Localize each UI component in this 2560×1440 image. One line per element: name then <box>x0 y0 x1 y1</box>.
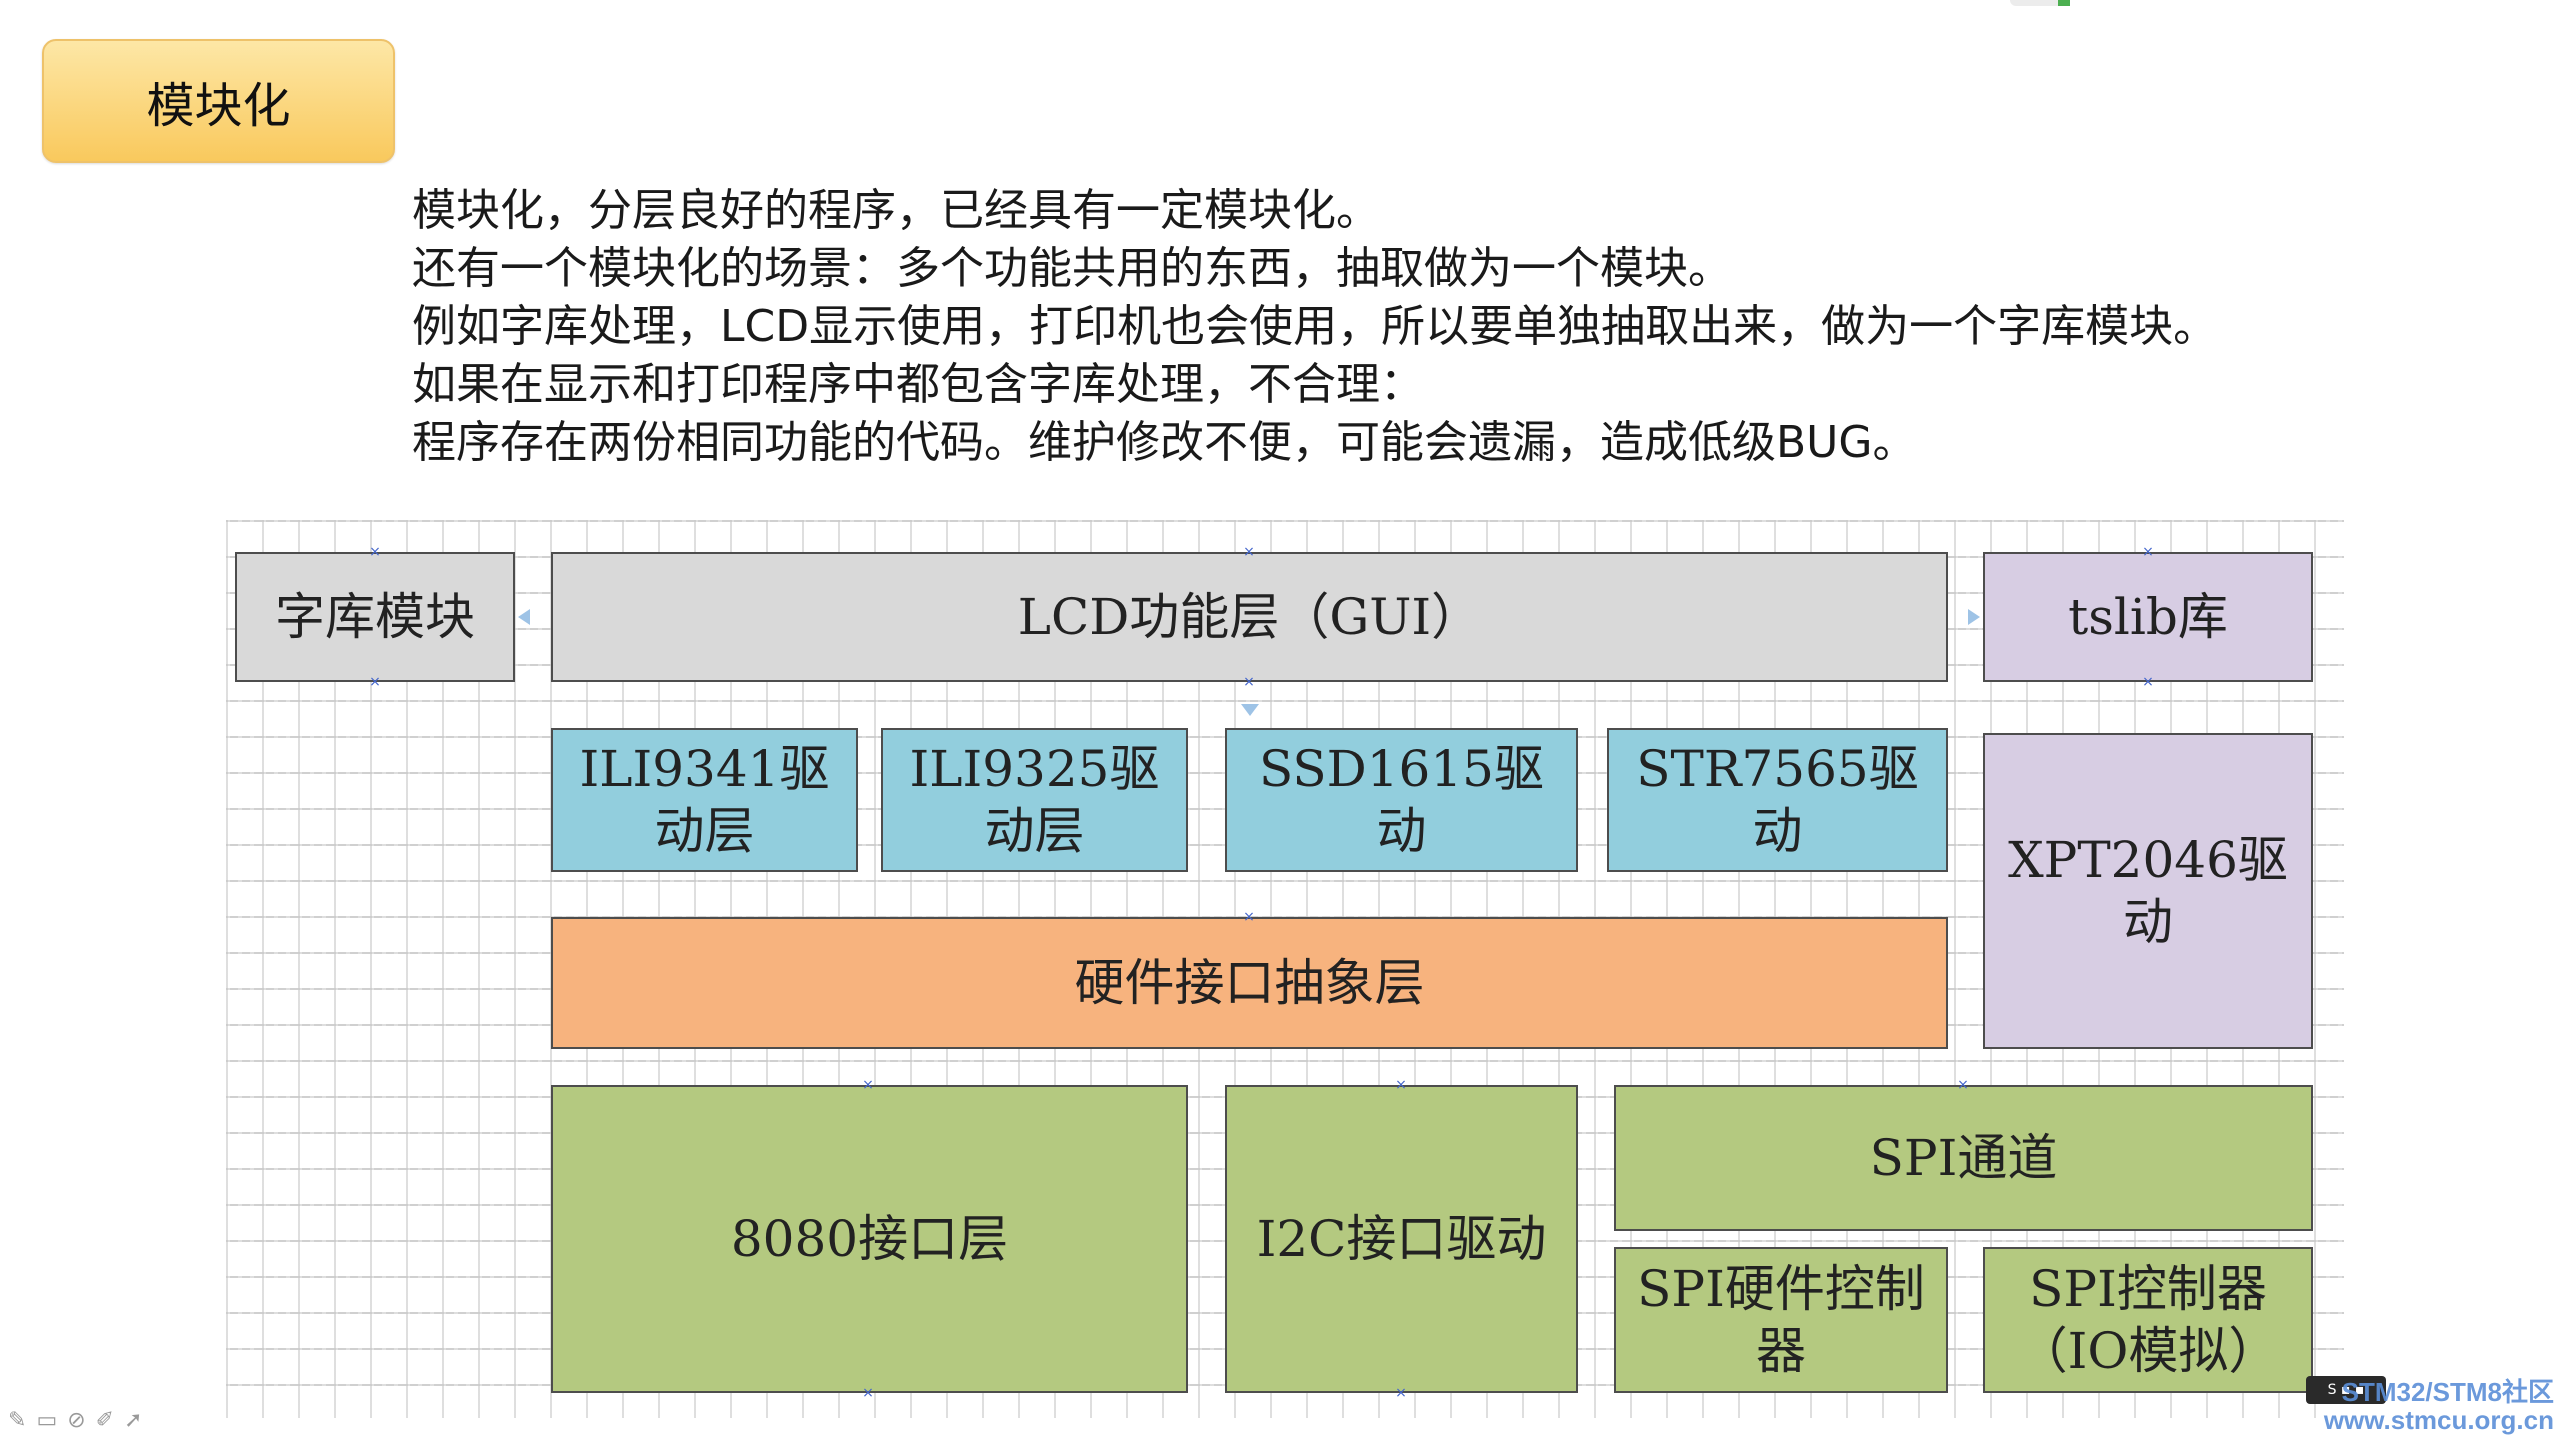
ssd1615-driver-box: SSD1615驱动 <box>1225 728 1578 872</box>
ili9341-driver-label: ILI9341驱动层 <box>579 740 830 860</box>
xpt2046-driver-box: XPT2046驱动 <box>1983 733 2313 1049</box>
connection-point: × <box>862 1385 874 1401</box>
spi-hw-controller-box: SPI硬件控制器 <box>1614 1247 1948 1393</box>
tslib-label: tslib库 <box>2068 588 2228 646</box>
search-icon[interactable]: ⊘ <box>67 1408 86 1433</box>
watermark-line1: STM32/STM8社区 <box>2341 1377 2554 1407</box>
arrow-right-icon <box>1968 609 1980 625</box>
if8080-box: 8080接口层 <box>551 1085 1188 1393</box>
str7565-driver-label: STR7565驱动 <box>1636 740 1919 860</box>
spi-channel-box: SPI通道 <box>1614 1085 2313 1231</box>
spi-hw-controller-label: SPI硬件控制器 <box>1637 1260 1925 1380</box>
ssd1615-driver-label: SSD1615驱动 <box>1259 740 1544 860</box>
watermark-line2: www.stmcu.org.cn <box>2323 1405 2554 1435</box>
marker-icon[interactable]: ✐ <box>95 1408 115 1433</box>
if8080-label: 8080接口层 <box>730 1210 1009 1268</box>
ili9341-driver-box: ILI9341驱动层 <box>551 728 858 872</box>
connection-point: × <box>369 674 381 690</box>
font-module-label: 字库模块 <box>275 588 475 646</box>
xpt2046-driver-label: XPT2046驱动 <box>2008 831 2288 951</box>
intro-line: 如果在显示和打印程序中都包含字库处理，不合理： <box>412 359 1424 410</box>
connection-point: × <box>2142 674 2154 690</box>
hw-abstraction-label: 硬件接口抽象层 <box>1074 954 1425 1012</box>
connection-point: × <box>1243 674 1255 690</box>
intro-text: 模块化，分层良好的程序，已经具有一定模块化。 还有一个模块化的场景：多个功能共用… <box>412 182 2542 472</box>
gui-layer-box: LCD功能层（GUI） <box>551 552 1948 682</box>
watermark-logo: S ▪ ▪ <box>2306 1376 2386 1404</box>
intro-line: 模块化，分层良好的程序，已经具有一定模块化。 <box>412 185 1380 236</box>
connection-point: × <box>1243 909 1255 925</box>
spi-channel-label: SPI通道 <box>1869 1129 2058 1187</box>
gui-layer-label: LCD功能层（GUI） <box>1017 588 1482 646</box>
i2c-driver-label: I2C接口驱动 <box>1256 1210 1547 1268</box>
pen-icon[interactable]: ✎ <box>8 1408 27 1433</box>
tslib-box: tslib库 <box>1983 552 2313 682</box>
pointer-icon[interactable]: ➚ <box>124 1408 143 1433</box>
ili9325-driver-box: ILI9325驱动层 <box>881 728 1188 872</box>
i2c-driver-box: I2C接口驱动 <box>1225 1085 1578 1393</box>
connection-point: × <box>2142 544 2154 560</box>
ili9325-driver-label: ILI9325驱动层 <box>909 740 1160 860</box>
intro-line: 例如字库处理，LCD显示使用，打印机也会使用，所以要单独抽取出来，做为一个字库模… <box>412 301 2218 352</box>
intro-line: 还有一个模块化的场景：多个功能共用的东西，抽取做为一个模块。 <box>412 243 1732 294</box>
watermark: STM32/STM8社区 www.stmcu.org.cn <box>2324 1378 2554 1434</box>
connection-point: × <box>1957 1077 1969 1093</box>
connection-point: × <box>1243 544 1255 560</box>
slideshow-toolbar: ✎ ▭ ⊘ ✐ ➚ <box>8 1408 143 1433</box>
connection-point: × <box>1395 1385 1407 1401</box>
connection-point: × <box>1395 1077 1407 1093</box>
intro-line: 程序存在两份相同功能的代码。维护修改不便，可能会遗漏，造成低级BUG。 <box>412 417 1917 468</box>
arrow-down-icon <box>1241 704 1259 716</box>
spi-io-controller-box: SPI控制器（IO模拟） <box>1983 1247 2313 1393</box>
connection-point: × <box>862 1077 874 1093</box>
slides-icon[interactable]: ▭ <box>36 1408 58 1433</box>
font-module-box: 字库模块 <box>235 552 515 682</box>
slide-title: 模块化 <box>42 39 395 163</box>
connection-point: × <box>369 544 381 560</box>
arrow-left-icon <box>518 609 530 625</box>
str7565-driver-box: STR7565驱动 <box>1607 728 1948 872</box>
hw-abstraction-box: 硬件接口抽象层 <box>551 917 1948 1049</box>
top-edge-stub <box>2010 0 2070 6</box>
spi-io-controller-label: SPI控制器（IO模拟） <box>2017 1260 2279 1380</box>
